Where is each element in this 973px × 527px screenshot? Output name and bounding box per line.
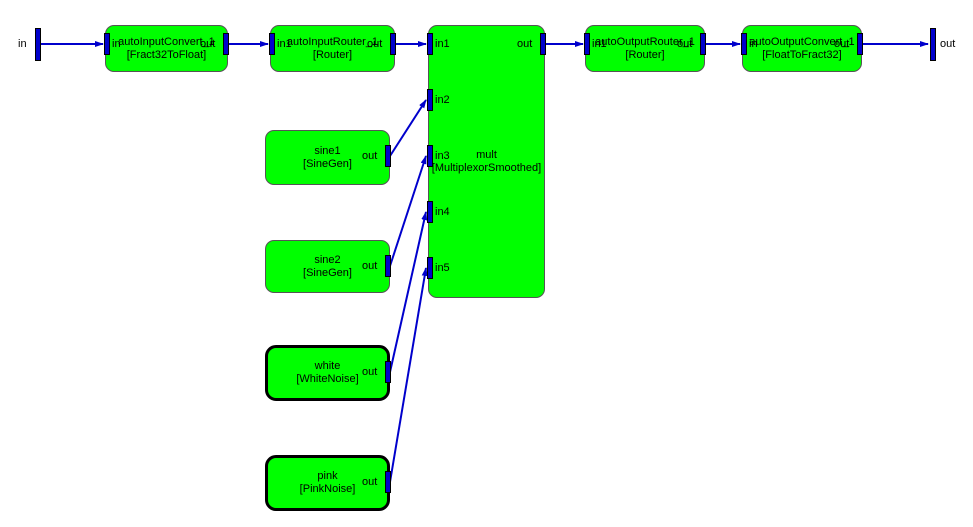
input-port-autoInputConvert_1-in[interactable] (104, 33, 110, 55)
output-port-autoOutputRouter_1-out[interactable] (700, 33, 706, 55)
input-port-label-autoOutputConvert_1-in: in (749, 38, 758, 50)
output-port-autoInputRouter_1-out[interactable] (390, 33, 396, 55)
block-label-mult: mult[MultiplexorSmoothed] (429, 149, 544, 175)
output-port-label-autoOutputConvert_1-out: out (834, 38, 850, 50)
block-name: pink (317, 470, 338, 482)
output-port-label-pink-out: out (362, 476, 378, 488)
input-port-mult-in3[interactable] (427, 145, 433, 167)
block-name: mult (476, 148, 497, 161)
output-port-label-sine1-out: out (362, 150, 378, 162)
wire-sine2-to-in3[interactable] (389, 155, 427, 267)
input-port-label-mult-in1: in1 (435, 38, 450, 50)
terminal-label-in-terminal: in (18, 37, 27, 50)
block-label-pink: pink[PinkNoise] (268, 470, 387, 496)
block-autoOutputConvert_1[interactable]: autoOutputConvert_1[FloatToFract32] (742, 25, 862, 72)
output-port-sine1-out[interactable] (385, 145, 391, 167)
terminal-out-terminal[interactable] (930, 28, 936, 61)
terminal-label-out-terminal: out (940, 37, 956, 50)
wire-pink-to-in5[interactable] (389, 267, 428, 483)
block-type: [FloatToFract32] (762, 48, 842, 61)
output-port-label-mult-out: out (517, 38, 533, 50)
input-port-mult-in1[interactable] (427, 33, 433, 55)
block-name: autoOutputRouter_1 (595, 35, 695, 48)
output-port-autoOutputConvert_1-out[interactable] (857, 33, 863, 55)
block-type: [Fract32ToFloat] (126, 48, 207, 61)
block-type: [Router] (625, 48, 665, 61)
input-port-label-autoInputConvert_1-in: in (112, 38, 121, 50)
block-type: [Router] (312, 48, 353, 61)
block-mult[interactable]: mult[MultiplexorSmoothed] (428, 25, 545, 298)
output-port-sine2-out[interactable] (385, 255, 391, 277)
input-port-mult-in5[interactable] (427, 257, 433, 279)
output-port-white-out[interactable] (385, 361, 391, 383)
wire-white-to-in4[interactable] (389, 211, 428, 373)
block-label-sine2: sine2[SineGen] (266, 254, 389, 280)
block-name: autoInputConvert_1 (118, 35, 215, 48)
input-port-autoOutputRouter_1-in1[interactable] (584, 33, 590, 55)
input-port-label-autoOutputRouter_1-in1: in1 (592, 38, 607, 50)
block-type: [PinkNoise] (299, 483, 356, 495)
output-port-label-white-out: out (362, 366, 378, 378)
input-port-autoInputRouter_1-in1[interactable] (269, 33, 275, 55)
block-type: [MultiplexorSmoothed] (431, 161, 542, 174)
block-label-autoInputConvert_1: autoInputConvert_1[Fract32ToFloat] (106, 36, 227, 62)
block-label-autoOutputConvert_1: autoOutputConvert_1[FloatToFract32] (743, 36, 861, 62)
block-type: [WhiteNoise] (296, 373, 359, 385)
block-type: [SineGen] (303, 266, 352, 279)
block-label-autoOutputRouter_1: autoOutputRouter_1[Router] (586, 36, 704, 62)
terminal-in-terminal[interactable] (35, 28, 41, 61)
input-port-label-mult-in2: in2 (435, 94, 450, 106)
input-port-label-mult-in5: in5 (435, 262, 450, 274)
block-label-autoInputRouter_1: autoInputRouter_1[Router] (271, 36, 394, 62)
output-port-label-autoInputRouter_1-out: out (367, 38, 383, 50)
output-port-pink-out[interactable] (385, 471, 391, 493)
block-name: sine2 (314, 253, 341, 266)
output-port-label-sine2-out: out (362, 260, 378, 272)
block-type: [SineGen] (303, 157, 352, 170)
block-name: sine1 (314, 144, 341, 157)
input-port-label-mult-in4: in4 (435, 206, 450, 218)
block-name: white (314, 360, 341, 372)
input-port-mult-in4[interactable] (427, 201, 433, 223)
input-port-mult-in2[interactable] (427, 89, 433, 111)
block-name: autoOutputConvert_1 (749, 35, 855, 48)
output-port-autoInputConvert_1-out[interactable] (223, 33, 229, 55)
block-white[interactable]: white[WhiteNoise] (265, 345, 390, 401)
block-autoInputRouter_1[interactable]: autoInputRouter_1[Router] (270, 25, 395, 72)
block-sine1[interactable]: sine1[SineGen] (265, 130, 390, 185)
input-port-label-mult-in3: in3 (435, 150, 450, 162)
output-port-mult-out[interactable] (540, 33, 546, 55)
block-name: autoInputRouter_1 (286, 35, 379, 48)
input-port-autoOutputConvert_1-in[interactable] (741, 33, 747, 55)
input-port-label-autoInputRouter_1-in1: in1 (277, 38, 292, 50)
wire-sine1-to-in2[interactable] (389, 99, 427, 157)
block-sine2[interactable]: sine2[SineGen] (265, 240, 390, 293)
block-label-white: white[WhiteNoise] (268, 360, 387, 386)
output-port-label-autoOutputRouter_1-out: out (677, 38, 693, 50)
output-port-label-autoInputConvert_1-out: out (200, 38, 216, 50)
block-autoOutputRouter_1[interactable]: autoOutputRouter_1[Router] (585, 25, 705, 72)
block-label-sine1: sine1[SineGen] (266, 145, 389, 171)
